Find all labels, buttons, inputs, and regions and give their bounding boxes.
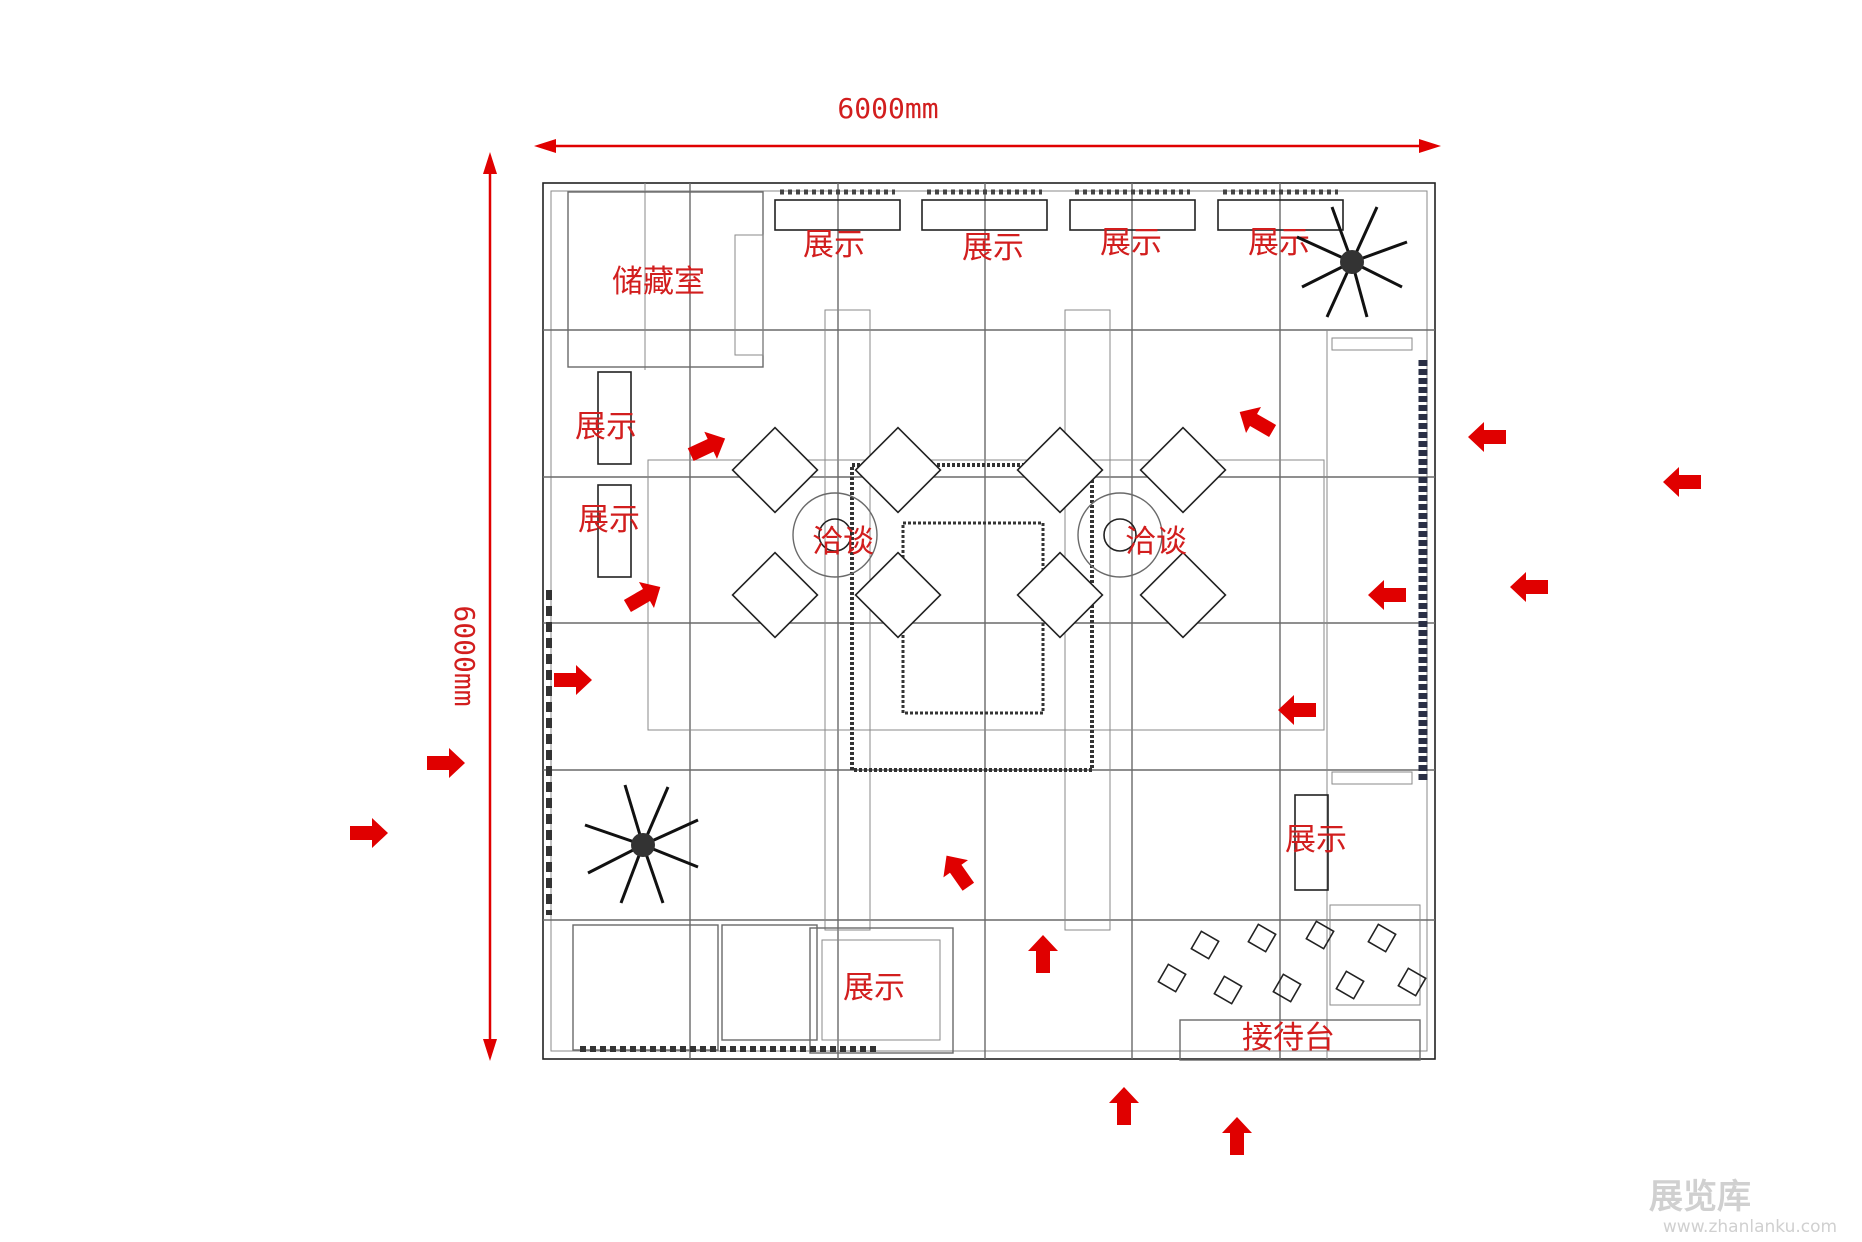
arrow-right-icon <box>554 665 592 695</box>
bottom-display-area: 展示 <box>572 924 954 1054</box>
display-label-right: 展示 <box>1285 822 1347 858</box>
top-display-cabinets: 展示 展示 展示 展示 <box>774 189 1344 266</box>
storage-room: 储藏室 <box>567 191 764 368</box>
watermark-title: 展览库 <box>1649 1177 1751 1217</box>
arrow-left-icon <box>1368 580 1406 610</box>
arrow-up-icon <box>1109 1087 1139 1125</box>
right-display-area: 展示 <box>1285 337 1428 891</box>
top-dimension: 6000mm <box>534 92 1441 153</box>
arrow-right-icon <box>687 431 726 461</box>
arrow-left-icon <box>1468 422 1506 452</box>
arrow-left-icon <box>1278 695 1316 725</box>
watermark-url: www.zhanlanku.com <box>1663 1217 1837 1237</box>
display-label-top-4: 展示 <box>1248 225 1310 261</box>
left-display-cabinets: 展示 展示 <box>546 371 640 915</box>
negotiation-label-2: 洽谈 <box>1125 524 1187 560</box>
arrow-up-icon <box>943 855 975 891</box>
display-label-top-3: 展示 <box>1100 225 1162 261</box>
arrow-right-icon <box>350 818 388 848</box>
booth-outline <box>542 182 1436 1060</box>
arrow-right-icon <box>427 748 465 778</box>
storage-room-label: 储藏室 <box>612 264 705 300</box>
reception-area: 接待台 <box>1157 904 1427 1061</box>
arrow-up-icon <box>1028 935 1058 973</box>
reception-label: 接待台 <box>1242 1020 1335 1056</box>
arrow-left-icon <box>1510 572 1548 602</box>
watermark: 展览库 www.zhanlanku.com <box>1649 1177 1837 1237</box>
arrow-right-icon <box>623 582 661 613</box>
display-label-left-2: 展示 <box>578 502 640 538</box>
arrow-left-icon <box>1239 407 1277 438</box>
negotiation-area: 洽谈 洽谈 <box>731 426 1227 772</box>
display-label-bottom: 展示 <box>843 970 905 1006</box>
display-label-top-1: 展示 <box>803 227 865 263</box>
arrow-left-icon <box>1663 467 1701 497</box>
display-label-top-2: 展示 <box>962 230 1024 266</box>
width-dimension-label: 6000mm <box>837 92 938 125</box>
height-dimension-label: 6000mm <box>448 605 481 706</box>
left-dimension: 6000mm <box>448 152 497 1061</box>
palm-plant-icon-2 <box>584 784 699 904</box>
palm-plant-icon <box>1296 206 1408 318</box>
negotiation-label-1: 洽谈 <box>812 524 874 560</box>
display-label-left-1: 展示 <box>575 409 637 445</box>
circulation-arrows <box>350 407 1701 1155</box>
arrow-up-icon <box>1222 1117 1252 1155</box>
